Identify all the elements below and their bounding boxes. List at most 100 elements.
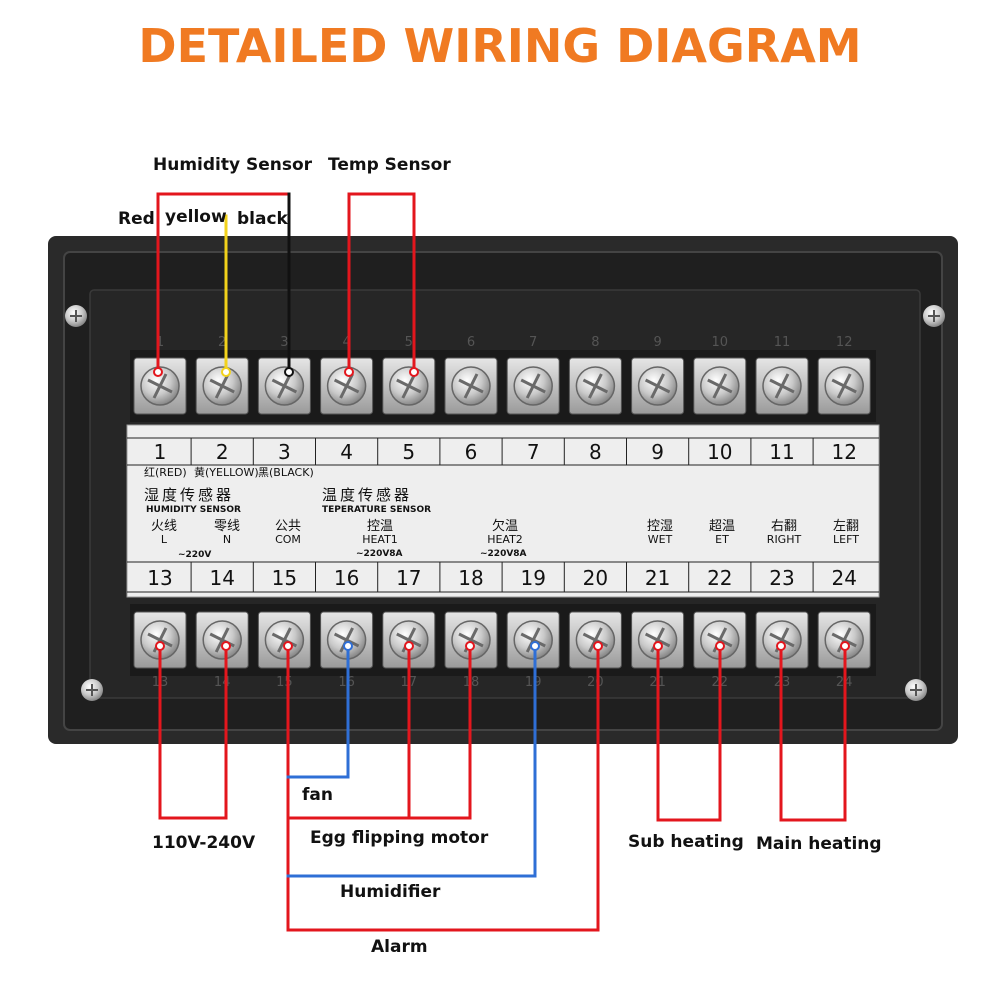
temp-sensor-cn: 温度传感器 <box>322 486 412 504</box>
sensor-color-red: 红(RED) <box>144 466 187 479</box>
alarm-label: Alarm <box>371 937 428 957</box>
terminal-screw-icon <box>568 611 622 669</box>
main-heating-label: Main heating <box>756 834 882 854</box>
terminal-number: 10 <box>707 440 732 464</box>
wires <box>156 192 847 932</box>
terminal-body-number: 10 <box>712 335 729 350</box>
terminal-number: 8 <box>589 440 602 464</box>
terminal-screw-icon <box>568 357 622 415</box>
terminal-screw-icon <box>133 357 187 415</box>
terminal-screw-icon <box>382 357 436 415</box>
egg-motor-wire <box>286 644 472 820</box>
neutral-cn: 零线 <box>214 519 240 534</box>
terminal-body-number: 1 <box>156 335 164 350</box>
terminal-screw-icon <box>693 611 747 669</box>
terminal-number: 7 <box>527 440 540 464</box>
terminal-screw-icon <box>631 357 685 415</box>
red-wire-label: Red <box>118 209 155 229</box>
heat1-cn: 控温 <box>367 519 393 534</box>
terminal-number: 15 <box>272 566 297 590</box>
terminal-number: 16 <box>334 566 359 590</box>
humidifier-wire <box>286 644 537 878</box>
terminal-screw-icon <box>257 611 311 669</box>
terminal-number: 18 <box>458 566 483 590</box>
heat1-rating: ~220V8A <box>356 549 403 559</box>
terminal-screw-icon <box>444 357 498 415</box>
power-label: 110V-240V <box>152 833 256 853</box>
terminal-number: 21 <box>645 566 670 590</box>
humidity-sensor-en: HUMIDITY SENSOR <box>146 505 241 515</box>
terminal-number: 9 <box>651 440 664 464</box>
terminal-screw-icon <box>817 611 871 669</box>
connection-dot <box>283 641 293 651</box>
terminal-body-number: 20 <box>587 675 604 690</box>
wet-en: WET <box>648 533 673 546</box>
terminal-number: 20 <box>583 566 608 590</box>
com-bus-wire <box>286 644 600 932</box>
mounting-screw-icon <box>923 305 945 327</box>
temp-sensor-wire <box>347 192 416 374</box>
terminal-number: 24 <box>831 566 856 590</box>
connection-dot <box>221 367 231 377</box>
mounting-screw-icon <box>81 679 103 701</box>
wet-cn: 控湿 <box>647 519 673 534</box>
terminal-screw-icon <box>506 611 560 669</box>
terminal-screw-icon <box>693 357 747 415</box>
yellow-wire-label: yellow <box>165 207 227 227</box>
terminal-body-number: 2 <box>218 335 226 350</box>
power-wire <box>158 644 228 820</box>
terminal-body-number: 9 <box>653 335 661 350</box>
terminal-screw-icon <box>320 611 374 669</box>
terminal-body-number: 4 <box>342 335 350 350</box>
terminal-number: 23 <box>769 566 794 590</box>
terminal-screw-icon <box>817 357 871 415</box>
connection-dot <box>840 641 850 651</box>
mounting-screw-icon <box>65 305 87 327</box>
terminal-number: 4 <box>340 440 353 464</box>
temp-sensor-en: TEPERATURE SENSOR <box>322 505 431 515</box>
temp-sensor-label: Temp Sensor <box>328 155 451 175</box>
terminal-number: 1 <box>154 440 167 464</box>
terminal-number: 17 <box>396 566 421 590</box>
terminal-screw-icon <box>195 611 249 669</box>
connection-dot <box>344 367 354 377</box>
right-cn: 右翻 <box>771 519 797 534</box>
com-cn: 公共 <box>275 519 301 534</box>
terminal-number: 6 <box>465 440 478 464</box>
terminal-body-number: 11 <box>774 335 791 350</box>
connection-dot <box>653 641 663 651</box>
terminal-body-number: 15 <box>276 675 293 690</box>
humidity-sensor-label: Humidity Sensor <box>153 155 313 175</box>
fan-label: fan <box>302 785 333 805</box>
humidifier-label: Humidifier <box>340 882 441 902</box>
terminal-number: 14 <box>209 566 234 590</box>
humidity-red-wire <box>156 192 291 374</box>
terminal-body-number: 8 <box>591 335 599 350</box>
terminal-screw-icon <box>133 611 187 669</box>
terminal-screw-icon <box>320 357 374 415</box>
live-cn: 火线 <box>151 519 177 534</box>
right-en: RIGHT <box>767 533 802 546</box>
terminal-body-number: 19 <box>525 675 542 690</box>
black-wire-label: black <box>237 209 289 229</box>
terminal-screw-icon <box>382 611 436 669</box>
left-cn: 左翻 <box>833 519 859 534</box>
et-en: ET <box>715 533 729 546</box>
connection-dot <box>284 367 294 377</box>
terminal-screw-icon <box>195 357 249 415</box>
mounting-screw-icon <box>905 679 927 701</box>
connection-dot <box>776 641 786 651</box>
heat1-en: HEAT1 <box>362 533 398 546</box>
terminal-body-number: 6 <box>467 335 475 350</box>
sensor-color-black: 黑(BLACK) <box>258 466 314 479</box>
connection-dot <box>155 641 165 651</box>
terminal-screw-icon <box>506 357 560 415</box>
sensor-color-yellow: 黄(YELLOW) <box>194 465 259 479</box>
terminal-number: 12 <box>831 440 856 464</box>
terminal-number: 13 <box>147 566 172 590</box>
com-en: COM <box>275 533 301 546</box>
